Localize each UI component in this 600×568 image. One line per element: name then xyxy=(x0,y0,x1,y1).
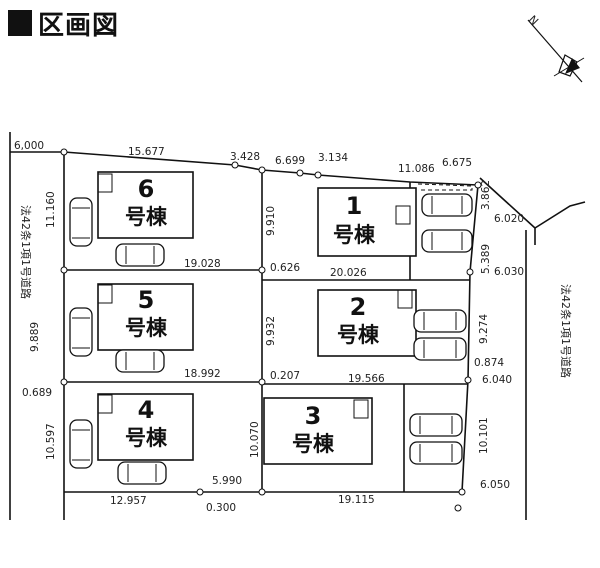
entry-4 xyxy=(97,394,113,414)
boundary-marker xyxy=(258,166,266,174)
boundary-marker xyxy=(258,378,266,386)
dim-right-i: 6.050 xyxy=(480,479,510,491)
page-title: 区画図 xyxy=(8,6,120,41)
lot-5-label: 号棟 xyxy=(125,316,168,340)
corner-cut xyxy=(417,183,473,191)
dim-lot6-right: 9.910 xyxy=(265,206,277,236)
lot-3-label: 号棟 xyxy=(292,432,335,456)
car-icon xyxy=(69,419,93,469)
boundary-marker xyxy=(231,161,239,169)
car-icon xyxy=(115,243,165,267)
dim-top-b: 6.699 xyxy=(275,155,305,167)
dim-top-d: 11.086 xyxy=(398,163,435,175)
boundary-marker xyxy=(458,488,466,496)
dim-top-6: 15.677 xyxy=(128,146,165,158)
boundary-marker xyxy=(196,488,204,496)
north-arrow-icon xyxy=(527,19,585,83)
dim-row1-mid: 0.626 xyxy=(270,262,300,274)
boundary-marker xyxy=(60,148,68,156)
lot-1-number: 1 xyxy=(346,192,363,220)
car-icon xyxy=(421,193,473,217)
car-icon xyxy=(69,197,93,247)
dim-top-a: 3.428 xyxy=(230,151,260,163)
dim-right-h: 10.101 xyxy=(478,417,490,454)
lot-4-label: 号棟 xyxy=(125,426,168,450)
lot-6-number: 6 xyxy=(138,175,155,203)
boundary-marker xyxy=(454,504,462,512)
dim-row2-mid: 0.207 xyxy=(270,370,300,382)
dim-top-c: 3.134 xyxy=(318,152,348,164)
dim-lot4-right: 10.070 xyxy=(249,421,261,458)
title-text: 区画図 xyxy=(38,10,120,41)
dim-left-a: 0.689 xyxy=(22,387,52,399)
road-label-left: 法42条1項1号道路 xyxy=(19,205,33,299)
dim-right-c: 5.389 xyxy=(480,244,492,274)
car-icon xyxy=(409,441,463,465)
dim-right-f: 0.874 xyxy=(474,357,504,369)
dim-right-a: 3.862 xyxy=(480,180,492,210)
entry-6 xyxy=(97,173,113,193)
car-icon xyxy=(117,461,167,485)
lot-2-number: 2 xyxy=(350,293,367,321)
building-6 xyxy=(97,171,194,239)
north-label: N xyxy=(526,13,541,28)
car-icon xyxy=(69,307,93,357)
car-icon xyxy=(413,337,467,361)
entry-5 xyxy=(97,284,113,304)
lot-3-number: 3 xyxy=(305,402,322,430)
dim-bottom-right: 19.115 xyxy=(338,494,375,506)
entry-3 xyxy=(353,399,369,419)
dim-lot5-left: 9.889 xyxy=(29,322,41,352)
boundary-marker xyxy=(258,266,266,274)
lot-1-label: 号棟 xyxy=(333,223,376,247)
boundary-marker xyxy=(60,266,68,274)
boundary-marker xyxy=(314,171,322,179)
boundary-marker xyxy=(258,488,266,496)
dim-right-e: 9.274 xyxy=(478,314,490,344)
boundary-marker xyxy=(296,169,304,177)
entry-2 xyxy=(397,289,413,309)
dim-bottom-b: 0.300 xyxy=(206,502,236,514)
lot-2-label: 号棟 xyxy=(337,323,380,347)
dim-right-g: 6.040 xyxy=(482,374,512,386)
dim-row1-right: 20.026 xyxy=(330,267,367,279)
dim-row1-left: 19.028 xyxy=(184,258,221,270)
car-icon xyxy=(413,309,467,333)
lot-6-label: 号棟 xyxy=(125,205,168,229)
dim-right-d: 6.030 xyxy=(494,266,524,278)
dim-lot6-left: 11.160 xyxy=(45,191,57,228)
road-label-right: 法42条1項1号道路 xyxy=(559,284,573,378)
lot-5-number: 5 xyxy=(138,286,155,314)
dim-top-left: 6,000 xyxy=(14,140,44,152)
dim-row2-left: 18.992 xyxy=(184,368,221,380)
building-1 xyxy=(317,187,417,257)
dim-bottom-left: 12.957 xyxy=(110,495,147,507)
right-boundary xyxy=(461,184,479,493)
title-marker xyxy=(8,10,32,36)
dim-top-e: 6.675 xyxy=(442,157,472,169)
boundary-marker xyxy=(474,181,482,189)
dim-bottom-a: 5.990 xyxy=(212,475,242,487)
right-road-top xyxy=(534,201,586,229)
boundary-marker xyxy=(60,378,68,386)
lot-4-number: 4 xyxy=(138,396,155,424)
boundary-marker xyxy=(466,268,474,276)
building-2 xyxy=(317,289,417,357)
dim-right-b: 6.020 xyxy=(494,213,524,225)
car-icon xyxy=(409,413,463,437)
building-4 xyxy=(97,393,194,461)
boundary-marker xyxy=(464,376,472,384)
dim-lot4-left: 10.597 xyxy=(45,423,57,460)
car-icon xyxy=(115,349,165,373)
building-5 xyxy=(97,283,194,351)
car-icon xyxy=(421,229,473,253)
entry-1 xyxy=(395,205,411,225)
dim-row2-right: 19.566 xyxy=(348,373,385,385)
dim-lot5-right: 9.932 xyxy=(265,316,277,346)
